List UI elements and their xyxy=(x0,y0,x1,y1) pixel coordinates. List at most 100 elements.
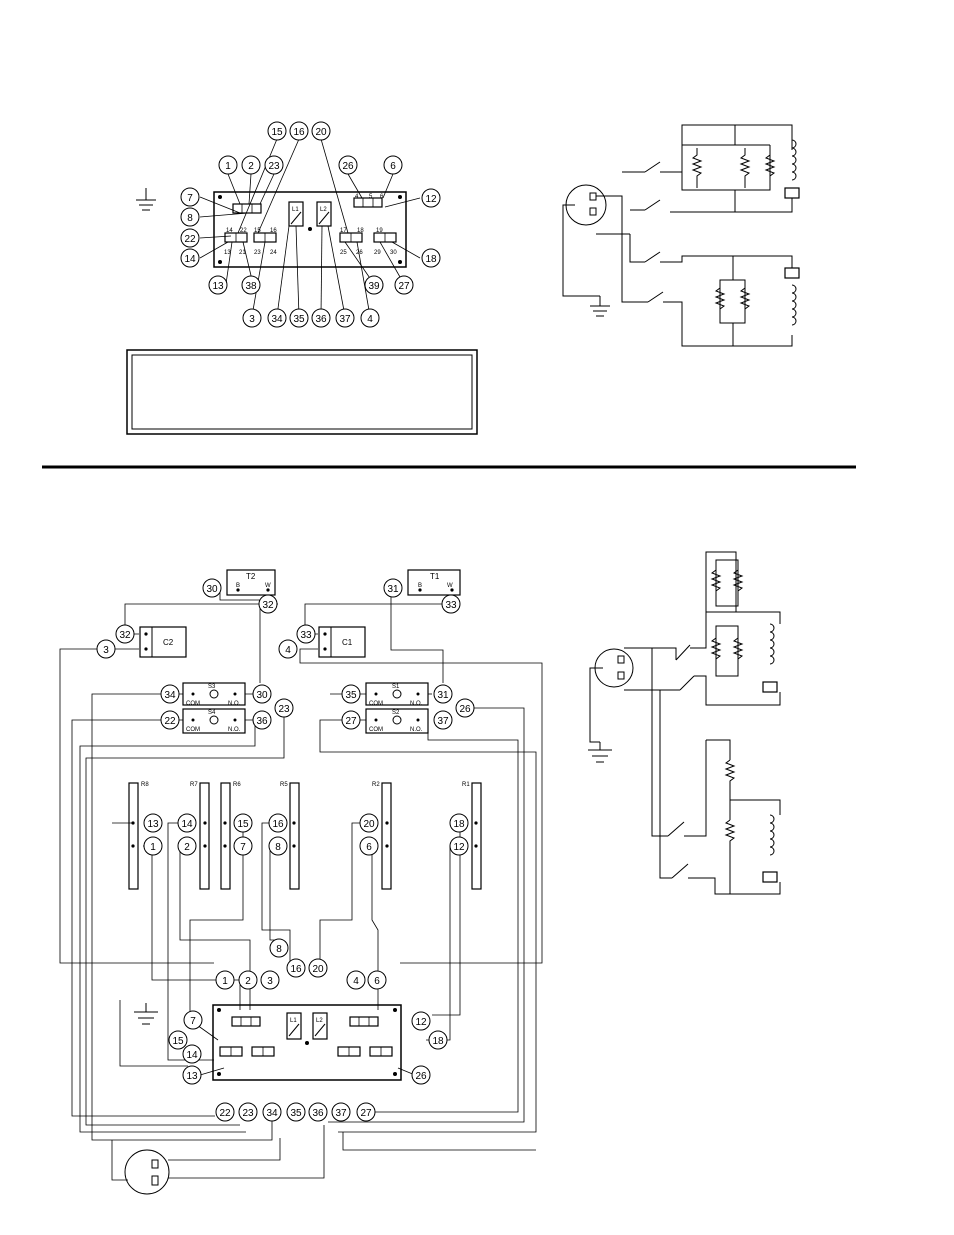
switch-s1-s2: S1 S2 COM N.O. COM N.O. xyxy=(365,682,429,734)
svg-text:35: 35 xyxy=(290,1108,302,1119)
svg-text:36: 36 xyxy=(312,1108,324,1119)
svg-text:31: 31 xyxy=(437,690,449,701)
svg-text:36: 36 xyxy=(256,716,268,727)
svg-text:2: 2 xyxy=(184,842,190,853)
svg-text:6: 6 xyxy=(366,842,372,853)
svg-text:S1: S1 xyxy=(392,684,400,690)
svg-text:23: 23 xyxy=(278,704,290,715)
svg-text:8: 8 xyxy=(276,944,282,955)
svg-text:22: 22 xyxy=(164,716,176,727)
svg-text:COM: COM xyxy=(186,701,200,707)
svg-text:W: W xyxy=(265,583,271,589)
svg-text:27: 27 xyxy=(345,716,357,727)
switch-s3-s4: S3 S4 COM N.O. COM N.O. xyxy=(182,682,246,734)
svg-text:34: 34 xyxy=(266,1108,278,1119)
top-callout: 16 xyxy=(293,127,305,138)
svg-text:26: 26 xyxy=(459,704,471,715)
top-callout: 27 xyxy=(398,281,410,292)
svg-text:N.O.: N.O. xyxy=(228,727,241,733)
svg-text:23: 23 xyxy=(254,250,261,256)
svg-text:16: 16 xyxy=(290,964,302,975)
svg-text:26: 26 xyxy=(415,1071,427,1082)
svg-text:15: 15 xyxy=(237,819,249,830)
svg-text:13: 13 xyxy=(224,250,231,256)
svg-text:R1: R1 xyxy=(462,782,470,788)
svg-text:35: 35 xyxy=(345,690,357,701)
svg-text:18: 18 xyxy=(432,1036,444,1047)
svg-text:22: 22 xyxy=(219,1108,231,1119)
svg-text:21: 21 xyxy=(239,250,246,256)
svg-text:C1: C1 xyxy=(342,638,353,647)
svg-text:T1: T1 xyxy=(430,572,440,581)
top-callout: 22 xyxy=(184,234,196,245)
svg-text:COM: COM xyxy=(369,727,383,733)
svg-text:1: 1 xyxy=(222,976,228,987)
svg-text:27: 27 xyxy=(360,1108,372,1119)
top-callout: 38 xyxy=(245,281,257,292)
svg-text:12: 12 xyxy=(415,1017,427,1028)
svg-text:30: 30 xyxy=(390,250,397,256)
svg-text:16: 16 xyxy=(272,819,284,830)
top-callout: 13 xyxy=(212,281,224,292)
svg-text:17: 17 xyxy=(340,228,347,234)
svg-text:7: 7 xyxy=(190,1016,196,1027)
svg-text:R7: R7 xyxy=(190,782,198,788)
top-callout: 39 xyxy=(368,281,380,292)
top-callout: 12 xyxy=(425,194,437,205)
top-callout: 4 xyxy=(367,314,373,325)
bottom-schematic xyxy=(588,551,781,895)
power-outlet xyxy=(124,1149,170,1195)
svg-text:N.O.: N.O. xyxy=(410,727,423,733)
svg-text:15: 15 xyxy=(172,1036,184,1047)
svg-text:22: 22 xyxy=(240,228,247,234)
top-callout: 7 xyxy=(187,193,193,204)
capacitor-c1 xyxy=(318,626,366,658)
bottom-terminal-panel xyxy=(212,1004,402,1081)
svg-text:26: 26 xyxy=(356,250,363,256)
svg-text:14: 14 xyxy=(186,1050,198,1061)
svg-text:33: 33 xyxy=(445,600,457,611)
top-callout: 15 xyxy=(271,127,283,138)
top-callout: 20 xyxy=(315,127,327,138)
svg-text:25: 25 xyxy=(340,250,347,256)
svg-text:18: 18 xyxy=(357,228,364,234)
svg-text:3: 3 xyxy=(267,976,273,987)
svg-text:L1: L1 xyxy=(290,1018,297,1024)
svg-text:23: 23 xyxy=(242,1108,254,1119)
top-callout: 26 xyxy=(342,161,354,172)
svg-text:19: 19 xyxy=(376,228,383,234)
svg-text:S4: S4 xyxy=(208,710,216,716)
svg-text:L2: L2 xyxy=(316,1018,323,1024)
svg-text:16: 16 xyxy=(270,228,277,234)
svg-text:COM: COM xyxy=(369,701,383,707)
top-callout: 37 xyxy=(339,314,351,325)
bottom-wiring-diagram: T2 B W T1 B W C2 C1 S3 S4 COM N.O. COM N… xyxy=(59,569,543,1195)
svg-text:32: 32 xyxy=(262,600,274,611)
svg-text:6: 6 xyxy=(380,194,384,200)
top-schematic xyxy=(562,124,800,347)
svg-text:5: 5 xyxy=(369,194,373,200)
svg-text:15: 15 xyxy=(254,228,261,234)
top-callout: 6 xyxy=(390,161,396,172)
svg-text:3: 3 xyxy=(103,645,109,656)
svg-text:13: 13 xyxy=(147,819,159,830)
svg-text:2: 2 xyxy=(245,976,251,987)
svg-text:31: 31 xyxy=(387,584,399,595)
svg-text:24: 24 xyxy=(270,250,277,256)
svg-text:N.O.: N.O. xyxy=(228,701,241,707)
top-callout: 34 xyxy=(271,314,283,325)
svg-text:S3: S3 xyxy=(208,684,216,690)
svg-text:13: 13 xyxy=(186,1071,198,1082)
svg-text:R2: R2 xyxy=(372,782,380,788)
svg-text:37: 37 xyxy=(335,1108,347,1119)
svg-text:37: 37 xyxy=(437,716,449,727)
svg-text:W: W xyxy=(447,583,453,589)
top-callout: 35 xyxy=(293,314,305,325)
svg-text:34: 34 xyxy=(164,690,176,701)
svg-text:T2: T2 xyxy=(246,572,256,581)
svg-text:R5: R5 xyxy=(280,782,288,788)
element-bars: R8 R7 R6 R5 R2 R1 xyxy=(128,782,482,890)
top-callout: 2 xyxy=(248,161,254,172)
